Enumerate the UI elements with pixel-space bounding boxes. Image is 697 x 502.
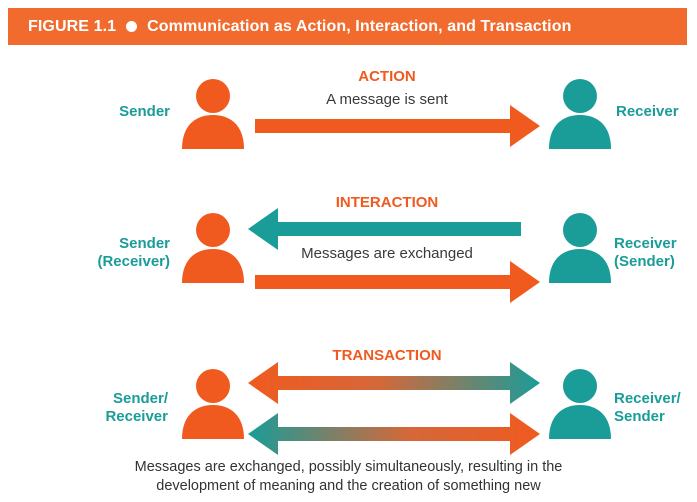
interaction-message: Messages are exchanged xyxy=(301,245,473,262)
action-message: A message is sent xyxy=(326,91,448,108)
interaction-sender-label-line2: (Receiver) xyxy=(97,253,170,270)
interaction-receiver-label-line1: Receiver xyxy=(614,235,677,252)
action-receiver-label: Receiver xyxy=(616,103,679,120)
transaction-caption-line1: Messages are exchanged, possibly simulta… xyxy=(134,459,563,475)
figure-title: Communication as Action, Interaction, an… xyxy=(147,17,572,35)
transaction-caption-line2: development of meaning and the creation … xyxy=(156,478,541,494)
person-receiver-slash-sender-icon xyxy=(549,369,611,439)
transaction-title: TRANSACTION xyxy=(332,347,442,364)
figure-header-bar: FIGURE 1.1 Communication as Action, Inte… xyxy=(8,8,687,45)
action-title: ACTION xyxy=(358,68,416,85)
transaction-sender-label-line2: Receiver xyxy=(105,408,168,425)
transaction-receiver-label: Receiver/ Sender xyxy=(614,390,696,426)
interaction-sender-label: Sender (Receiver) xyxy=(75,235,170,271)
person-sender-receiver-icon xyxy=(182,213,244,283)
double-arrow-transaction-top xyxy=(248,362,540,404)
person-receiver-icon xyxy=(549,79,611,149)
double-arrow-transaction-bottom xyxy=(248,413,540,455)
transaction-caption: Messages are exchanged, possibly simulta… xyxy=(60,458,637,496)
interaction-receiver-label: Receiver (Sender) xyxy=(614,235,696,271)
person-sender-icon xyxy=(182,79,244,149)
interaction-sender-label-line1: Sender xyxy=(119,235,170,252)
bullet-icon xyxy=(126,21,138,32)
interaction-receiver-label-line2: (Sender) xyxy=(614,253,675,270)
figure-number: FIGURE 1.1 xyxy=(28,17,117,35)
arrow-left-interaction xyxy=(248,208,521,250)
arrow-right-interaction xyxy=(255,261,540,303)
transaction-receiver-label-line2: Sender xyxy=(614,408,665,425)
transaction-sender-label-line1: Sender/ xyxy=(112,390,168,407)
action-sender-label: Sender xyxy=(119,103,170,120)
person-receiver-sender-icon xyxy=(549,213,611,283)
interaction-title: INTERACTION xyxy=(335,194,439,211)
transaction-sender-label: Sender/ Receiver xyxy=(75,390,168,426)
arrow-right-action xyxy=(255,105,540,147)
person-sender-slash-receiver-icon xyxy=(182,369,244,439)
transaction-receiver-label-line1: Receiver/ xyxy=(614,390,681,407)
